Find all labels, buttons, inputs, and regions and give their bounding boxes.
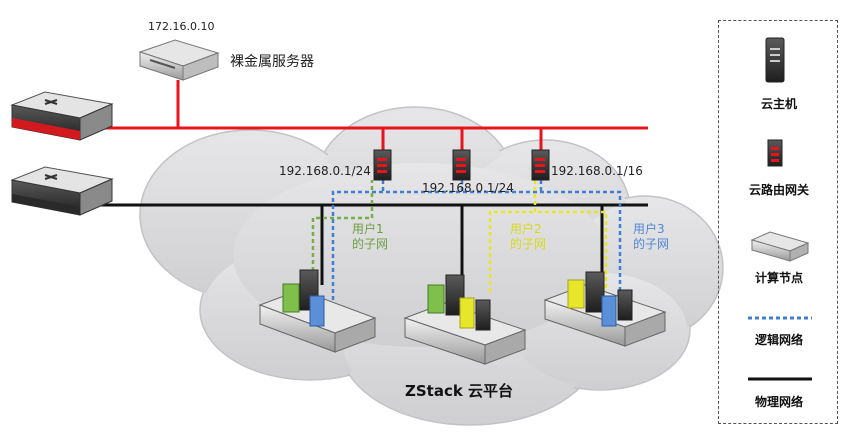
red-physical-network — [82, 80, 648, 150]
router-gateway-3-icon — [531, 149, 550, 181]
user3-subnet-line1: 用户3 — [633, 222, 665, 236]
legend-panel: 云主机 云路由网关 计算节点 逻辑网络 物理网络 — [718, 20, 838, 424]
red-switch-icon — [10, 91, 114, 141]
user2-subnet-line1: 用户2 — [510, 222, 542, 236]
router-gateway-1-icon — [373, 149, 392, 181]
legend-physical-label: 物理网络 — [754, 395, 803, 409]
bare-metal-server-icon — [138, 39, 220, 81]
legend-router-label: 云路由网关 — [748, 183, 809, 197]
legend-vm-label: 云主机 — [760, 97, 797, 111]
cloud-fill — [143, 113, 720, 420]
compute-node-1-icon — [258, 269, 377, 353]
user3-subnet-label: 用户3 的子网 — [633, 222, 669, 252]
legend-router-icon — [767, 139, 783, 167]
router-gateway-2-icon — [452, 149, 471, 181]
legend-logical-label: 逻辑网络 — [754, 333, 803, 347]
compute-node-3-icon — [543, 271, 667, 347]
platform-label: ZStack 云平台 — [405, 382, 514, 400]
user2-subnet-label: 用户2 的子网 — [510, 222, 546, 252]
user2-subnet-link — [488, 180, 608, 292]
legend-vm-icon — [765, 37, 785, 83]
gateway3-ip-label: 192.168.0.1/16 — [551, 164, 643, 178]
compute-node-2-icon — [403, 274, 527, 365]
user1-subnet-label: 用户1 的子网 — [352, 222, 388, 252]
user2-subnet-line2: 的子网 — [510, 237, 547, 251]
baremetal-name-label: 裸金属服务器 — [230, 54, 314, 70]
black-switch-icon — [10, 166, 114, 216]
user3-subnet-line2: 的子网 — [633, 237, 670, 251]
user1-subnet-line2: 的子网 — [352, 237, 389, 251]
gateway2-ip-label: 192.168.0.1/24 — [422, 181, 514, 195]
blue-logical-network — [331, 180, 622, 300]
baremetal-ip-label: 172.16.0.10 — [148, 20, 215, 33]
user1-subnet-line1: 用户1 — [352, 222, 384, 236]
gateway1-ip-label: 192.168.0.1/24 — [279, 164, 371, 178]
legend-compute-icon — [750, 231, 810, 262]
legend-compute-label: 计算节点 — [754, 271, 803, 285]
